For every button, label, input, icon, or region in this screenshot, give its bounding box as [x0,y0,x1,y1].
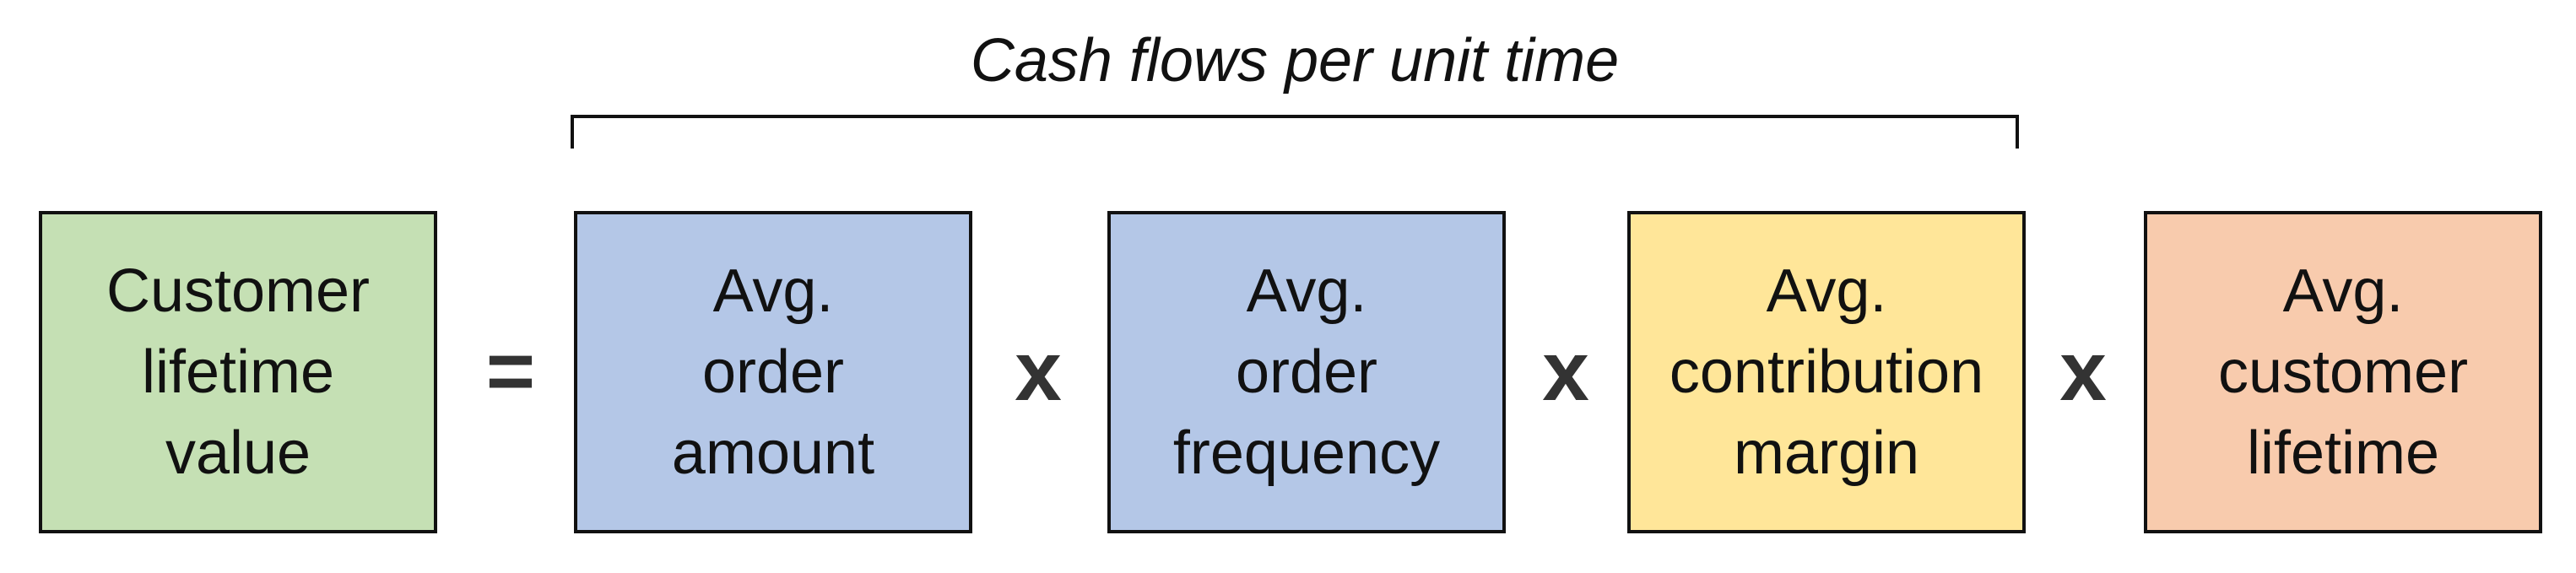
bracket [571,115,2019,149]
box-label: Avg. order amount [671,257,875,487]
multiply-operator: x [1542,324,1589,419]
multiply-operator: x [1015,324,1062,419]
equals-operator: = [485,324,536,419]
box-label: Avg. contribution margin [1669,257,1984,487]
multiply-operator: x [2059,324,2107,419]
box-avg-customer-lifetime: Avg. customer lifetime [2144,211,2542,533]
box-customer-lifetime-value: Customer lifetime value [39,211,437,533]
box-label: Avg. order frequency [1172,257,1441,487]
box-label: Customer lifetime value [106,257,371,487]
bracket-label: Cash flows per unit time [970,27,1620,95]
box-label: Avg. customer lifetime [2217,257,2469,487]
box-avg-contribution-margin: Avg. contribution margin [1627,211,2026,533]
box-avg-order-frequency: Avg. order frequency [1107,211,1506,533]
box-avg-order-amount: Avg. order amount [574,211,972,533]
